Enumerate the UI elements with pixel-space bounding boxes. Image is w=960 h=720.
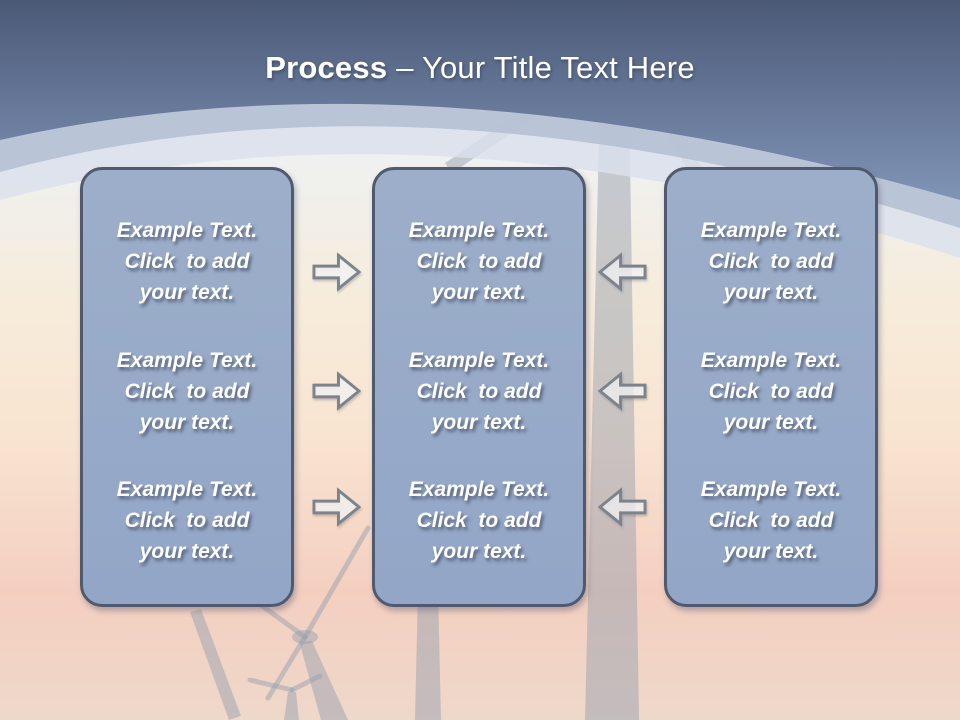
block-arrow-right-icon	[312, 371, 361, 411]
title-subtitle: – Your Title Text Here	[396, 50, 695, 85]
text-placeholder[interactable]: Example Text. Click to add your text.	[116, 478, 258, 563]
text-placeholder[interactable]: Example Text. Click to add your text.	[700, 219, 842, 304]
slide-title: Process– Your Title Text Here	[0, 50, 960, 86]
header-banner	[0, 0, 960, 258]
title-keyword: Process	[265, 50, 388, 85]
header-arc-main	[0, 0, 960, 200]
turbine-blade-bottom-left	[190, 609, 241, 720]
process-column-left[interactable]: Example Text. Click to add your text. Ex…	[80, 167, 294, 607]
block-arrow-right-icon	[312, 487, 361, 527]
block-arrow-right-icon	[312, 252, 361, 292]
text-placeholder[interactable]: Example Text. Click to add your text.	[700, 348, 842, 434]
block-arrow-left-icon	[598, 252, 647, 292]
text-placeholder[interactable]: Example Text. Click to add your text.	[116, 219, 258, 304]
text-placeholder[interactable]: Example Text. Click to add your text.	[116, 348, 258, 434]
text-placeholder[interactable]: Example Text. Click to add your text.	[408, 478, 550, 563]
turbine-mid-left	[247, 525, 371, 720]
process-column-middle[interactable]: Example Text. Click to add your text. Ex…	[372, 167, 586, 607]
text-placeholder[interactable]: Example Text. Click to add your text.	[408, 348, 550, 434]
block-arrow-left-icon	[598, 371, 647, 411]
text-placeholder[interactable]: Example Text. Click to add your text.	[700, 478, 842, 563]
text-placeholder[interactable]: Example Text. Click to add your text.	[408, 219, 550, 304]
turbine-small-bottom-left	[247, 673, 323, 720]
process-column-right[interactable]: Example Text. Click to add your text. Ex…	[664, 167, 878, 607]
block-arrow-left-icon	[598, 487, 647, 527]
